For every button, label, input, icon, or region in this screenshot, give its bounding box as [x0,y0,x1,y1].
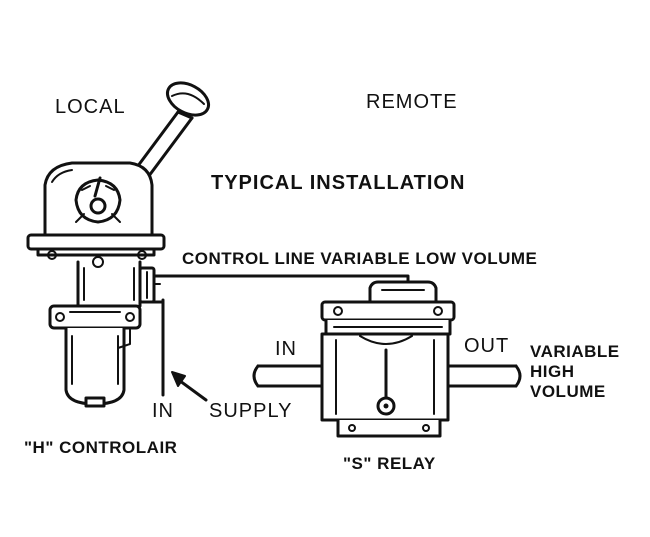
variable-label: VARIABLE [530,342,620,361]
remote-label: REMOTE [366,91,458,113]
supply-label: SUPPLY [209,400,292,422]
arrow-icon [171,371,208,402]
high-label: HIGH [530,362,575,381]
controlair-valve-icon [26,81,211,408]
controlair-name-label: "H" CONTROLAIR [24,438,177,457]
relay-out-label: OUT [464,335,509,357]
diagram-title: TYPICAL INSTALLATION [211,172,465,194]
control-line-label: CONTROL LINE VARIABLE LOW VOLUME [182,249,537,268]
relay-outlet-pipe [446,364,522,388]
controlair-in-label: IN [152,400,174,422]
relay-icon [320,280,456,438]
relay-in-label: IN [275,338,297,360]
relay-name-label: "S" RELAY [343,454,436,473]
lever-knob-icon [165,81,211,117]
volume-label: VOLUME [530,382,606,401]
local-label: LOCAL [55,96,126,118]
relay-inlet-pipe [252,364,324,388]
